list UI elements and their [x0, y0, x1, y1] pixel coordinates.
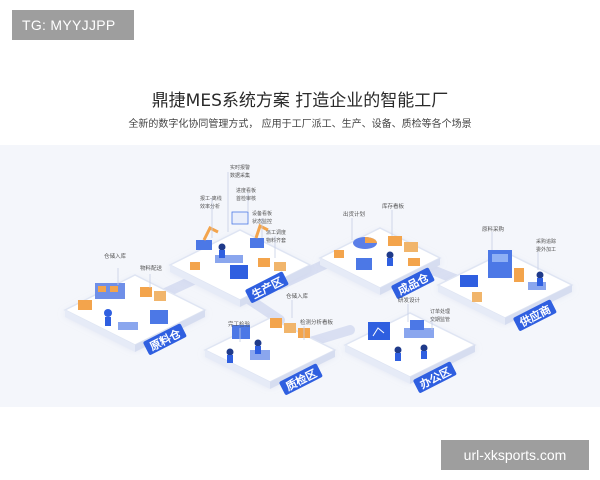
callout-alarm-collect-1: 实时报警 [230, 164, 250, 171]
callout-alarm-collect-2: 数据采集 [230, 172, 250, 179]
callout-completion-check: 完工检验 [228, 320, 251, 328]
callout-order-1: 订单处理 [430, 308, 450, 315]
callout-inventory-board: 库存看板 [382, 202, 405, 210]
finished-callouts: 出货计划 库存看板 [343, 202, 405, 240]
callout-report-1: 报工-离线 [200, 195, 222, 202]
raw-callouts: 仓储入库 物料配送 [104, 252, 163, 288]
callout-dispatch-2: 物料齐套 [266, 237, 286, 244]
callout-equipment-2: 状态监控 [252, 218, 272, 225]
callout-tracking-2: 委外加工 [536, 246, 556, 253]
qc-callouts: 完工检验 仓储入库 检测分析看板 [228, 292, 334, 342]
callout-report-2: 效率分析 [200, 203, 220, 210]
callout-progress-1: 进度看板 [236, 187, 256, 194]
zone-office [343, 312, 477, 384]
zone-production [168, 211, 312, 307]
tg-badge: TG: MYYJJPP [12, 10, 134, 40]
callout-warehouse-in: 仓储入库 [104, 252, 127, 260]
callout-material-delivery: 物料配送 [140, 264, 163, 272]
callout-qc-warehouse-in: 仓储入库 [286, 292, 309, 300]
page-title: 鼎捷MES系统方案 打造企业的智能工厂 [151, 91, 449, 111]
callout-dispatch-1: 派工调度 [266, 229, 286, 236]
office-callouts: 研发设计 订单处理 交期监管 [398, 296, 450, 330]
zone-quality-check [203, 317, 337, 389]
callout-progress-2: 首检审核 [236, 195, 256, 202]
supplier-callouts: 原料采购 采购追踪 委外加工 [482, 225, 556, 270]
production-callouts: 实时报警 数据采集 报工-离线 效率分析 进度看板 首检审核 设备看板 状态监控… [200, 164, 286, 258]
url-badge: url-xksports.com [441, 440, 589, 470]
callout-shipping-plan: 出货计划 [343, 210, 365, 218]
callout-equipment-1: 设备看板 [252, 210, 272, 217]
callout-order-2: 交期监管 [430, 316, 450, 323]
callout-purchasing: 原料采购 [482, 225, 505, 233]
callout-tracking-1: 采购追踪 [536, 238, 556, 245]
callout-rnd-design: 研发设计 [398, 296, 421, 304]
callout-inspection-board: 检测分析看板 [300, 318, 334, 326]
zone-finished-goods [318, 227, 442, 295]
page-subtitle: 全新的数字化协同管理方式， 应用于工厂派工、生产、设备、质检等各个场景 [128, 119, 472, 130]
zone-raw-material [63, 274, 207, 352]
